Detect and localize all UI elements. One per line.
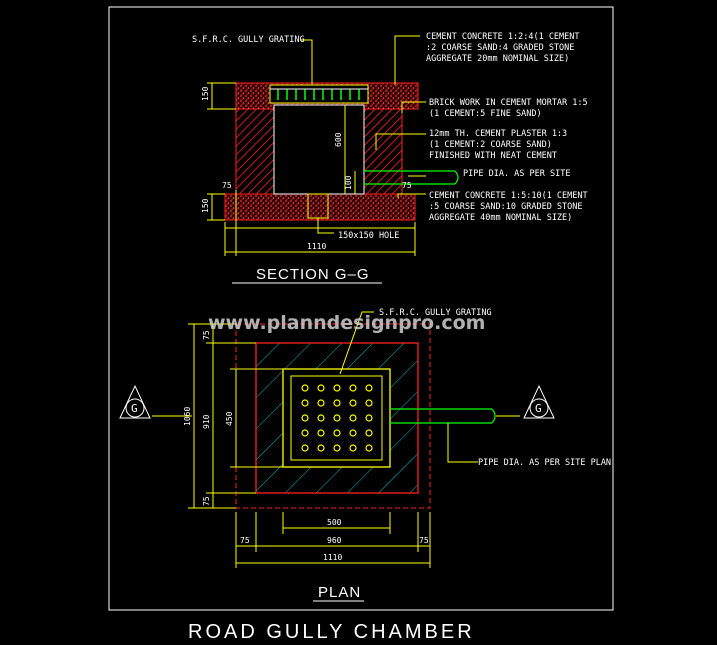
section-drain-hole (307, 193, 329, 219)
section-cc-top-line1: CEMENT CONCRETE 1:2:4(1 CEMENT (426, 32, 580, 42)
plan-grating-inner (290, 375, 383, 461)
section-right-wall (363, 108, 403, 195)
plan-grating-note: S.F.R.C. GULLY GRATING (379, 308, 492, 318)
section-title: SECTION G–G (256, 266, 370, 283)
plan-dim-bottom: 75 (202, 496, 211, 506)
plan-title: PLAN (318, 584, 361, 601)
section-cc-bottom-line1: CEMENT CONCRETE 1:5:10(1 CEMENT (429, 191, 588, 201)
section-dim-top: 150 (201, 86, 210, 101)
section-pipe (364, 170, 459, 185)
section-dim-pipe-height: 100 (344, 175, 353, 190)
section-chamber (273, 104, 365, 195)
section-cc-bottom-line2: :5 COARSE SAND:10 GRADED STONE (429, 202, 583, 212)
plan-pipe-note: PIPE DIA. AS PER SITE PLAN (478, 458, 611, 468)
section-cc-top-line3: AGGREGATE 20mm NOMINAL SIZE) (426, 54, 569, 64)
plan-leaders (339, 311, 478, 463)
plan-dimensions (188, 323, 431, 568)
section-dim-width: 1110 (307, 242, 326, 251)
section-dim-depth: 600 (334, 132, 343, 147)
section-dim-left-offset: 75 (222, 181, 232, 190)
sheet-border (108, 6, 614, 611)
plan-dim-inner: 910 (202, 414, 211, 429)
plan-dim-overall: 1060 (183, 407, 192, 426)
plan-dim-left: 75 (240, 536, 250, 545)
section-left-wall (235, 108, 275, 195)
plan-section-line (119, 384, 555, 419)
section-dim-right-offset: 75 (402, 181, 412, 190)
plan-pipe (390, 408, 496, 424)
section-dimensions (207, 82, 416, 256)
plan-dim-width-overall: 1110 (323, 553, 342, 562)
drawing-title: ROAD GULLY CHAMBER (188, 621, 475, 643)
section-hole-note: 150x150 HOLE (338, 231, 399, 241)
section-brick-line2: (1 CEMENT:5 FINE SAND) (429, 109, 542, 119)
section-brick-line1: BRICK WORK IN CEMENT MORTAR 1:5 (429, 98, 588, 108)
plan-dim-right: 75 (419, 536, 429, 545)
section-cc-bottom-line3: AGGREGATE 40mm NOMINAL SIZE) (429, 213, 572, 223)
plan-section-marker-left: G (131, 402, 138, 415)
section-cc-top-line2: :2 COARSE SAND:4 GRADED STONE (426, 43, 574, 53)
section-plaster-line1: 12mm TH. CEMENT PLASTER 1:3 (429, 129, 567, 139)
plan-dim-grating: 450 (225, 411, 234, 426)
plan-dim-width-inner: 960 (327, 536, 342, 545)
plan-dim-width-grating: 500 (327, 518, 342, 527)
plan-dim-top: 75 (202, 330, 211, 340)
section-leaders (300, 35, 426, 234)
section-grating (269, 84, 369, 104)
plan-section-marker-right: G (535, 402, 542, 415)
section-plaster-line3: FINISHED WITH NEAT CEMENT (429, 151, 557, 161)
plan-grating-holes (301, 384, 373, 452)
section-plaster-line2: (1 CEMENT:2 COARSE SAND) (429, 140, 552, 150)
section-view: S.F.R.C. GULLY GRATING CEMENT CONCRETE 1… (192, 32, 588, 284)
section-pipe-note: PIPE DIA. AS PER SITE (463, 169, 570, 179)
section-dim-bottom: 150 (201, 198, 210, 213)
watermark: www.planndesignpro.com (208, 312, 485, 334)
plan-view: G G S.F.R.C. G (119, 308, 611, 602)
section-grating-note: S.F.R.C. GULLY GRATING (192, 35, 305, 45)
section-grating-bars (277, 89, 360, 100)
